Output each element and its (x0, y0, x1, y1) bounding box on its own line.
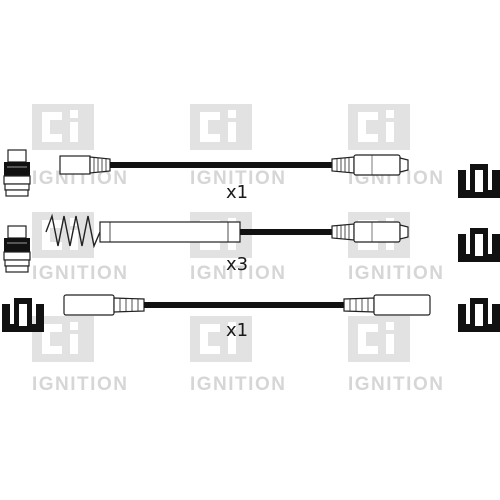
lead-boot-right (331, 221, 409, 243)
lead-cable (110, 162, 332, 168)
ignition-watermark: IGNITION (348, 374, 444, 395)
terminal-clip (458, 228, 500, 262)
ignition-lead-2: x3 (3, 213, 500, 275)
ignition-watermark: IGNITION (190, 374, 286, 395)
spring-coil (45, 213, 101, 249)
ignition-watermark: IGNITION (348, 263, 444, 284)
ignition-watermark: IGNITION (190, 168, 286, 189)
quantity-label: x1 (226, 182, 248, 203)
lead-boot-left (63, 294, 145, 316)
quantity-label: x1 (226, 320, 248, 341)
ci-logo-watermark (190, 104, 252, 150)
lead-boot-right (343, 294, 431, 316)
terminal-clip (458, 298, 500, 332)
ci-logo-watermark (348, 316, 410, 362)
terminal-clip (458, 164, 500, 198)
ci-logo-watermark (32, 104, 94, 150)
ignition-watermark: IGNITION (190, 263, 286, 284)
watermark-grid: IGNITION IGNITION IGNITION IGNITION IGNI… (32, 104, 444, 395)
lead-boot-right (331, 154, 409, 176)
lead-cable (240, 229, 332, 235)
ignition-lead-3: x1 (2, 294, 500, 341)
ignition-lead-1: x1 (3, 149, 500, 203)
lead-boot-left (99, 221, 241, 243)
ignition-watermark: IGNITION (32, 168, 128, 189)
quantity-label: x3 (226, 254, 248, 275)
ignition-watermark: IGNITION (32, 374, 128, 395)
terminal-clip (2, 298, 44, 332)
plug-connector (3, 149, 31, 197)
lead-boot-left (59, 155, 111, 175)
ignition-watermark: IGNITION (32, 263, 128, 284)
ci-logo-watermark (348, 104, 410, 150)
lead-cable (144, 302, 344, 308)
plug-connector (3, 225, 31, 273)
